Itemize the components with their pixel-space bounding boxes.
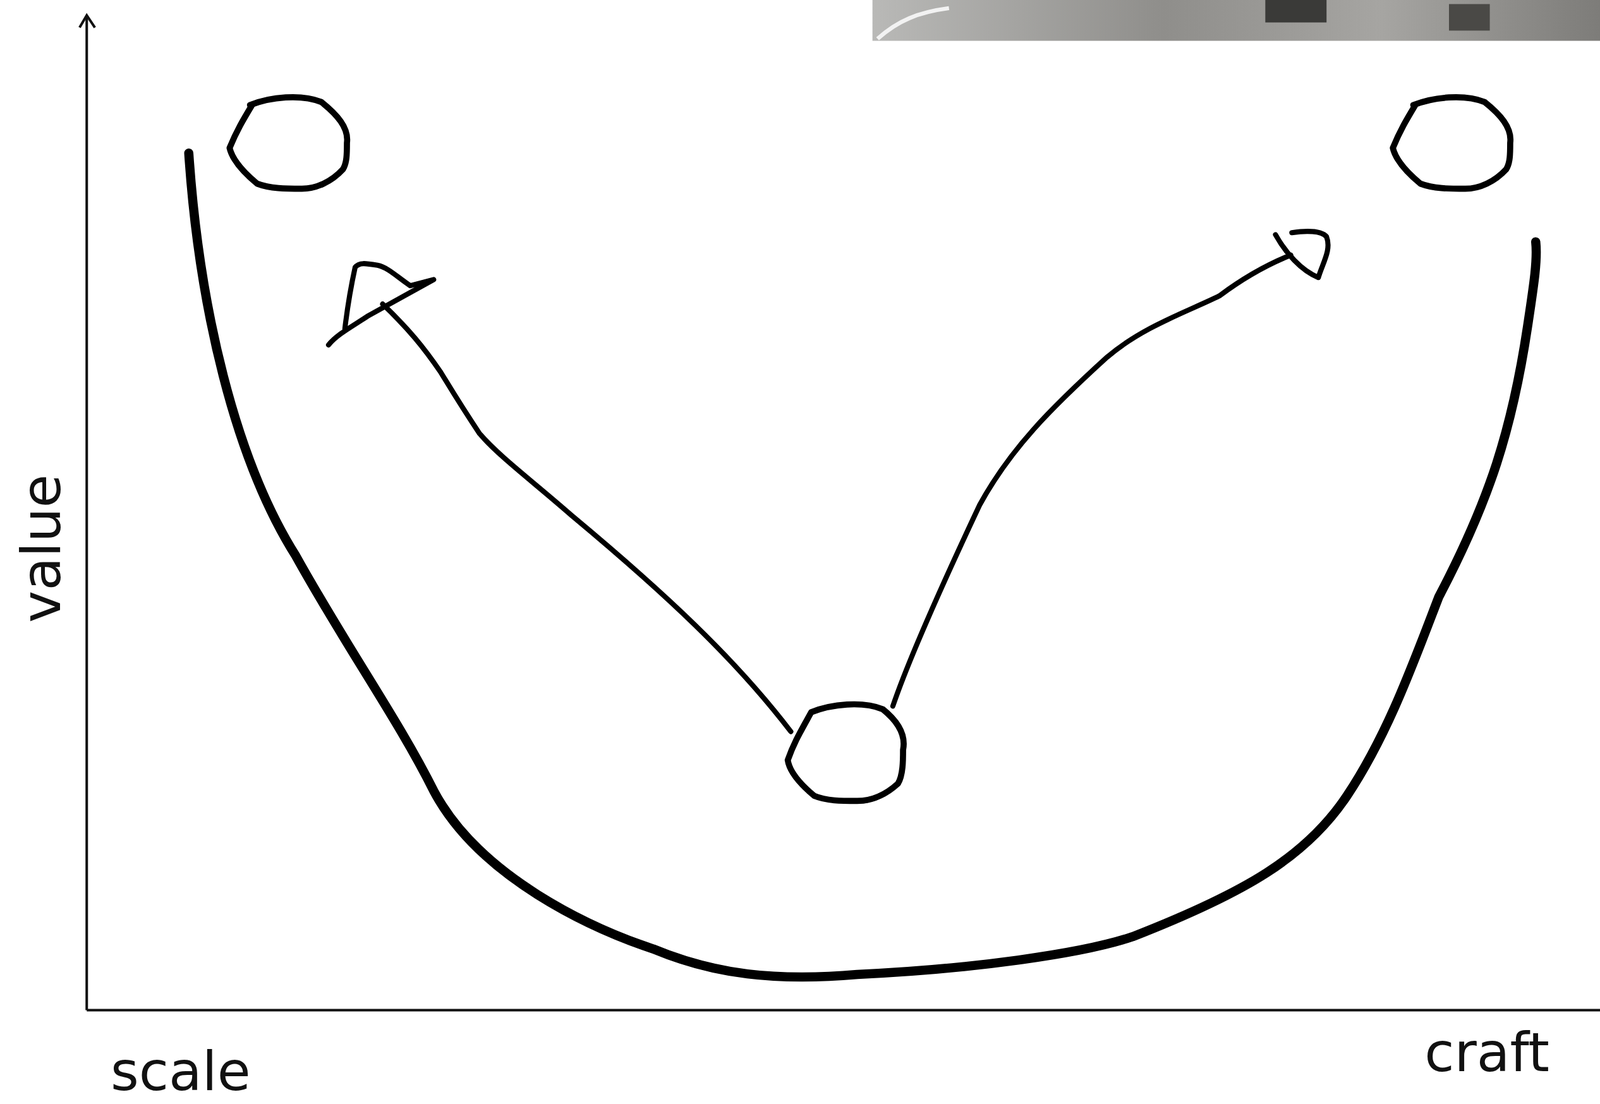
axis-label: scale: [110, 1043, 251, 1099]
sketch-arrows: [328, 231, 1329, 732]
sketch-circles: [229, 97, 1511, 802]
axes: [79, 15, 1600, 1010]
u-curve: [188, 152, 1537, 977]
photo-fragment: [872, 0, 1600, 42]
axis-label: value: [13, 474, 69, 624]
axis-label: craft: [1424, 1024, 1550, 1080]
